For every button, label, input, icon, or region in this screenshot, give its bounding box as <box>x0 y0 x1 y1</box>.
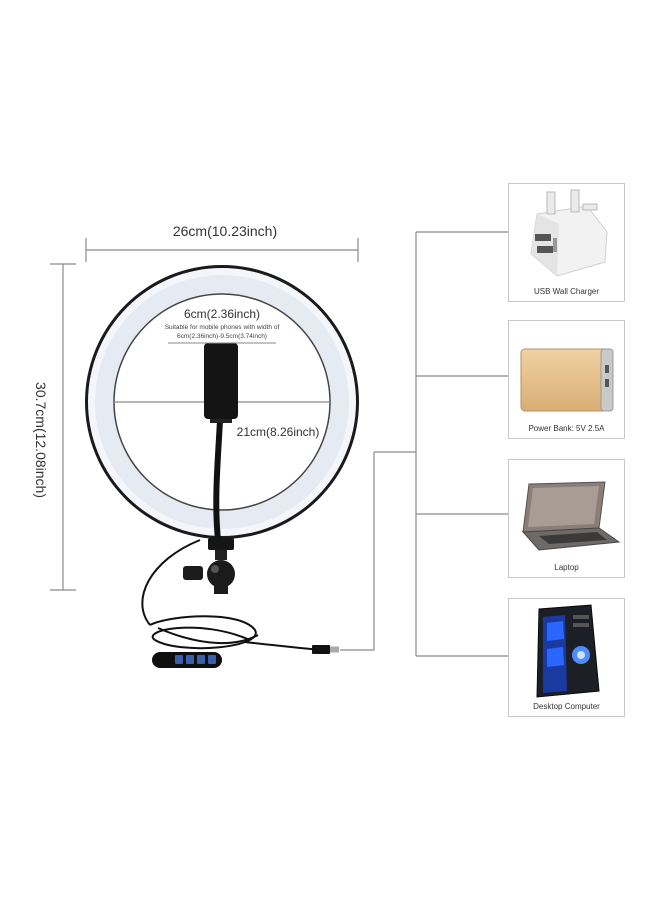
ball-head-mount <box>183 538 235 594</box>
device-label: Laptop <box>554 563 579 572</box>
device-label: Power Bank: 5V 2.5A <box>528 424 605 433</box>
device-label: Desktop Computer <box>533 702 600 711</box>
desktop-computer-icon <box>536 604 600 698</box>
inner-diameter-label: 21cm(8.26inch) <box>237 425 320 439</box>
inline-remote <box>152 652 222 668</box>
width-dimension: 26cm(10.23inch) <box>85 223 359 262</box>
clamp-note-line1: Suitable for mobile phones with width of <box>165 324 280 331</box>
device-card-usb-wall-charger: USB Wall Charger <box>508 183 625 302</box>
connector-lines <box>340 231 508 657</box>
usb-plug <box>312 645 330 654</box>
device-card-desktop-computer: Desktop Computer <box>508 598 625 717</box>
device-card-power-bank: Power Bank: 5V 2.5A <box>508 320 625 439</box>
height-dimension: 30.7cm(12.08inch) <box>33 263 76 591</box>
height-label: 30.7cm(12.08inch) <box>33 382 49 498</box>
clamp-note-line2: 6cm(2.36inch)-9.5cm(3.74inch) <box>177 333 267 340</box>
usb-wall-charger-icon <box>530 189 608 277</box>
phone-clamp <box>168 342 276 423</box>
device-label: USB Wall Charger <box>533 287 600 296</box>
clamp-width-label: 6cm(2.36inch) <box>184 307 260 321</box>
width-label: 26cm(10.23inch) <box>173 223 277 239</box>
power-bank-icon <box>520 348 614 412</box>
laptop-icon <box>521 481 621 551</box>
gooseneck <box>213 417 223 543</box>
device-card-laptop: Laptop <box>508 459 625 578</box>
usb-cable <box>141 539 321 651</box>
